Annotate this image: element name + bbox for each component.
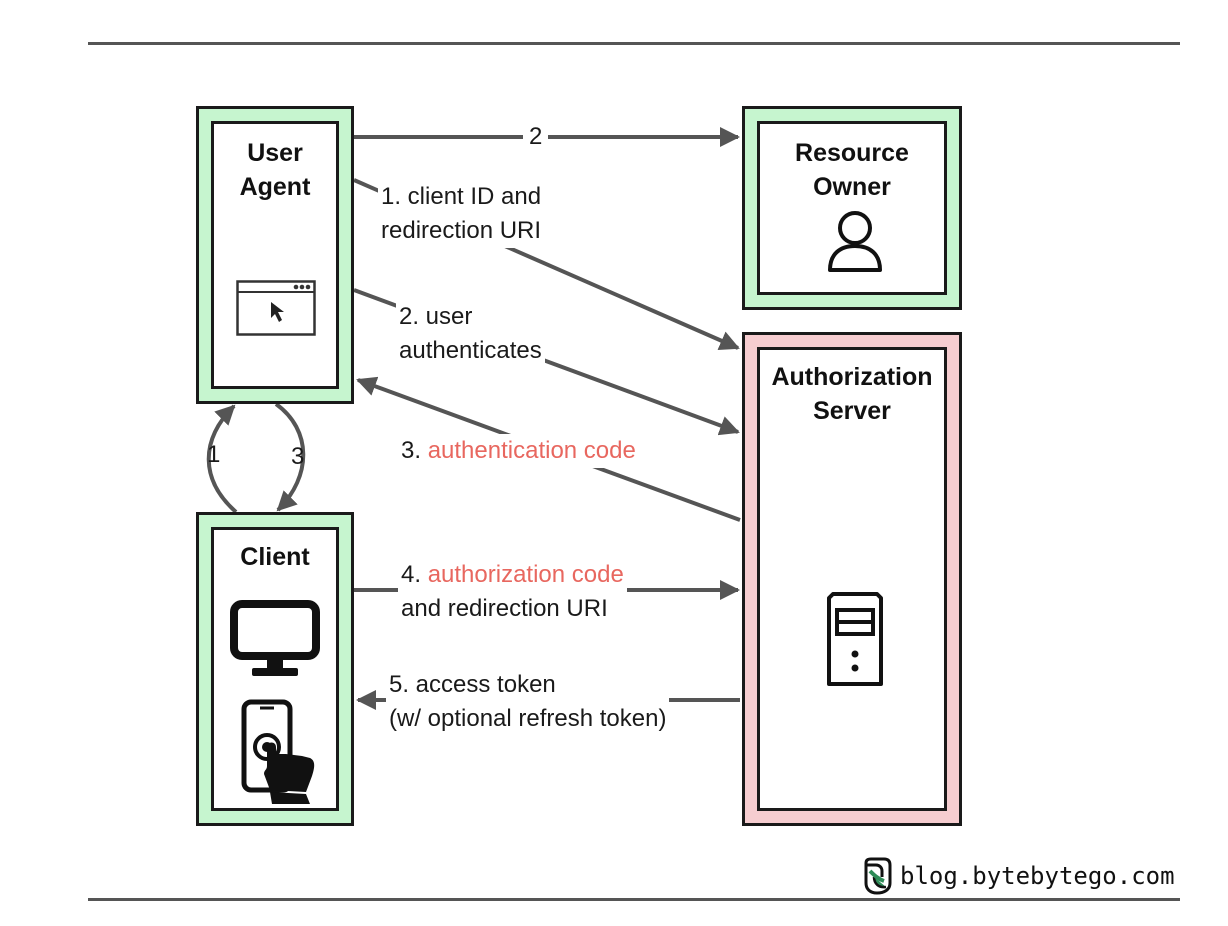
- person-icon: [828, 211, 882, 272]
- edge-label-2-top: 2: [523, 120, 549, 154]
- authorization-server-node: Authorization Server: [742, 332, 962, 826]
- edge-label-2: 2. user authenticates: [396, 300, 545, 368]
- arrow-client-to-ua-loop-1: [206, 404, 238, 514]
- smartphone-tap-icon: [241, 699, 315, 804]
- user-agent-inner: User Agent: [211, 121, 339, 389]
- client-inner: Client: [211, 527, 339, 811]
- edge-label-4: 4. authorization code and redirection UR…: [398, 558, 627, 626]
- user-agent-node: User Agent: [196, 106, 354, 404]
- edge-label-3: 3. authentication code: [398, 434, 639, 468]
- edge-label-5: 5. access token (w/ optional refresh tok…: [386, 668, 670, 736]
- resource-owner-title: Resource Owner: [795, 139, 909, 201]
- arrow-ua-to-client-loop-3: [274, 402, 306, 512]
- edge-label-1: 1. client ID and redirection URI: [378, 180, 545, 248]
- bytebytego-logo-icon: [864, 857, 892, 895]
- authorization-server-title: Authorization Server: [771, 363, 933, 425]
- resource-owner-inner: Resource Owner: [757, 121, 947, 295]
- client-node: Client: [196, 512, 354, 826]
- resource-owner-node: Resource Owner: [742, 106, 962, 310]
- loop-label-1: 1: [207, 441, 221, 468]
- bottom-divider: [88, 898, 1180, 901]
- monitor-icon: [230, 600, 320, 676]
- user-agent-title: User Agent: [239, 139, 311, 201]
- server-tower-icon: [827, 592, 883, 686]
- authorization-server-inner: Authorization Server: [757, 347, 947, 811]
- brand-footer[interactable]: blog.bytebytego.com: [862, 856, 1175, 896]
- client-title: Client: [240, 543, 310, 571]
- brand-text[interactable]: blog.bytebytego.com: [900, 862, 1175, 890]
- top-divider: [88, 42, 1180, 45]
- loop-label-3: 3: [291, 443, 305, 470]
- browser-window-icon: [236, 280, 316, 336]
